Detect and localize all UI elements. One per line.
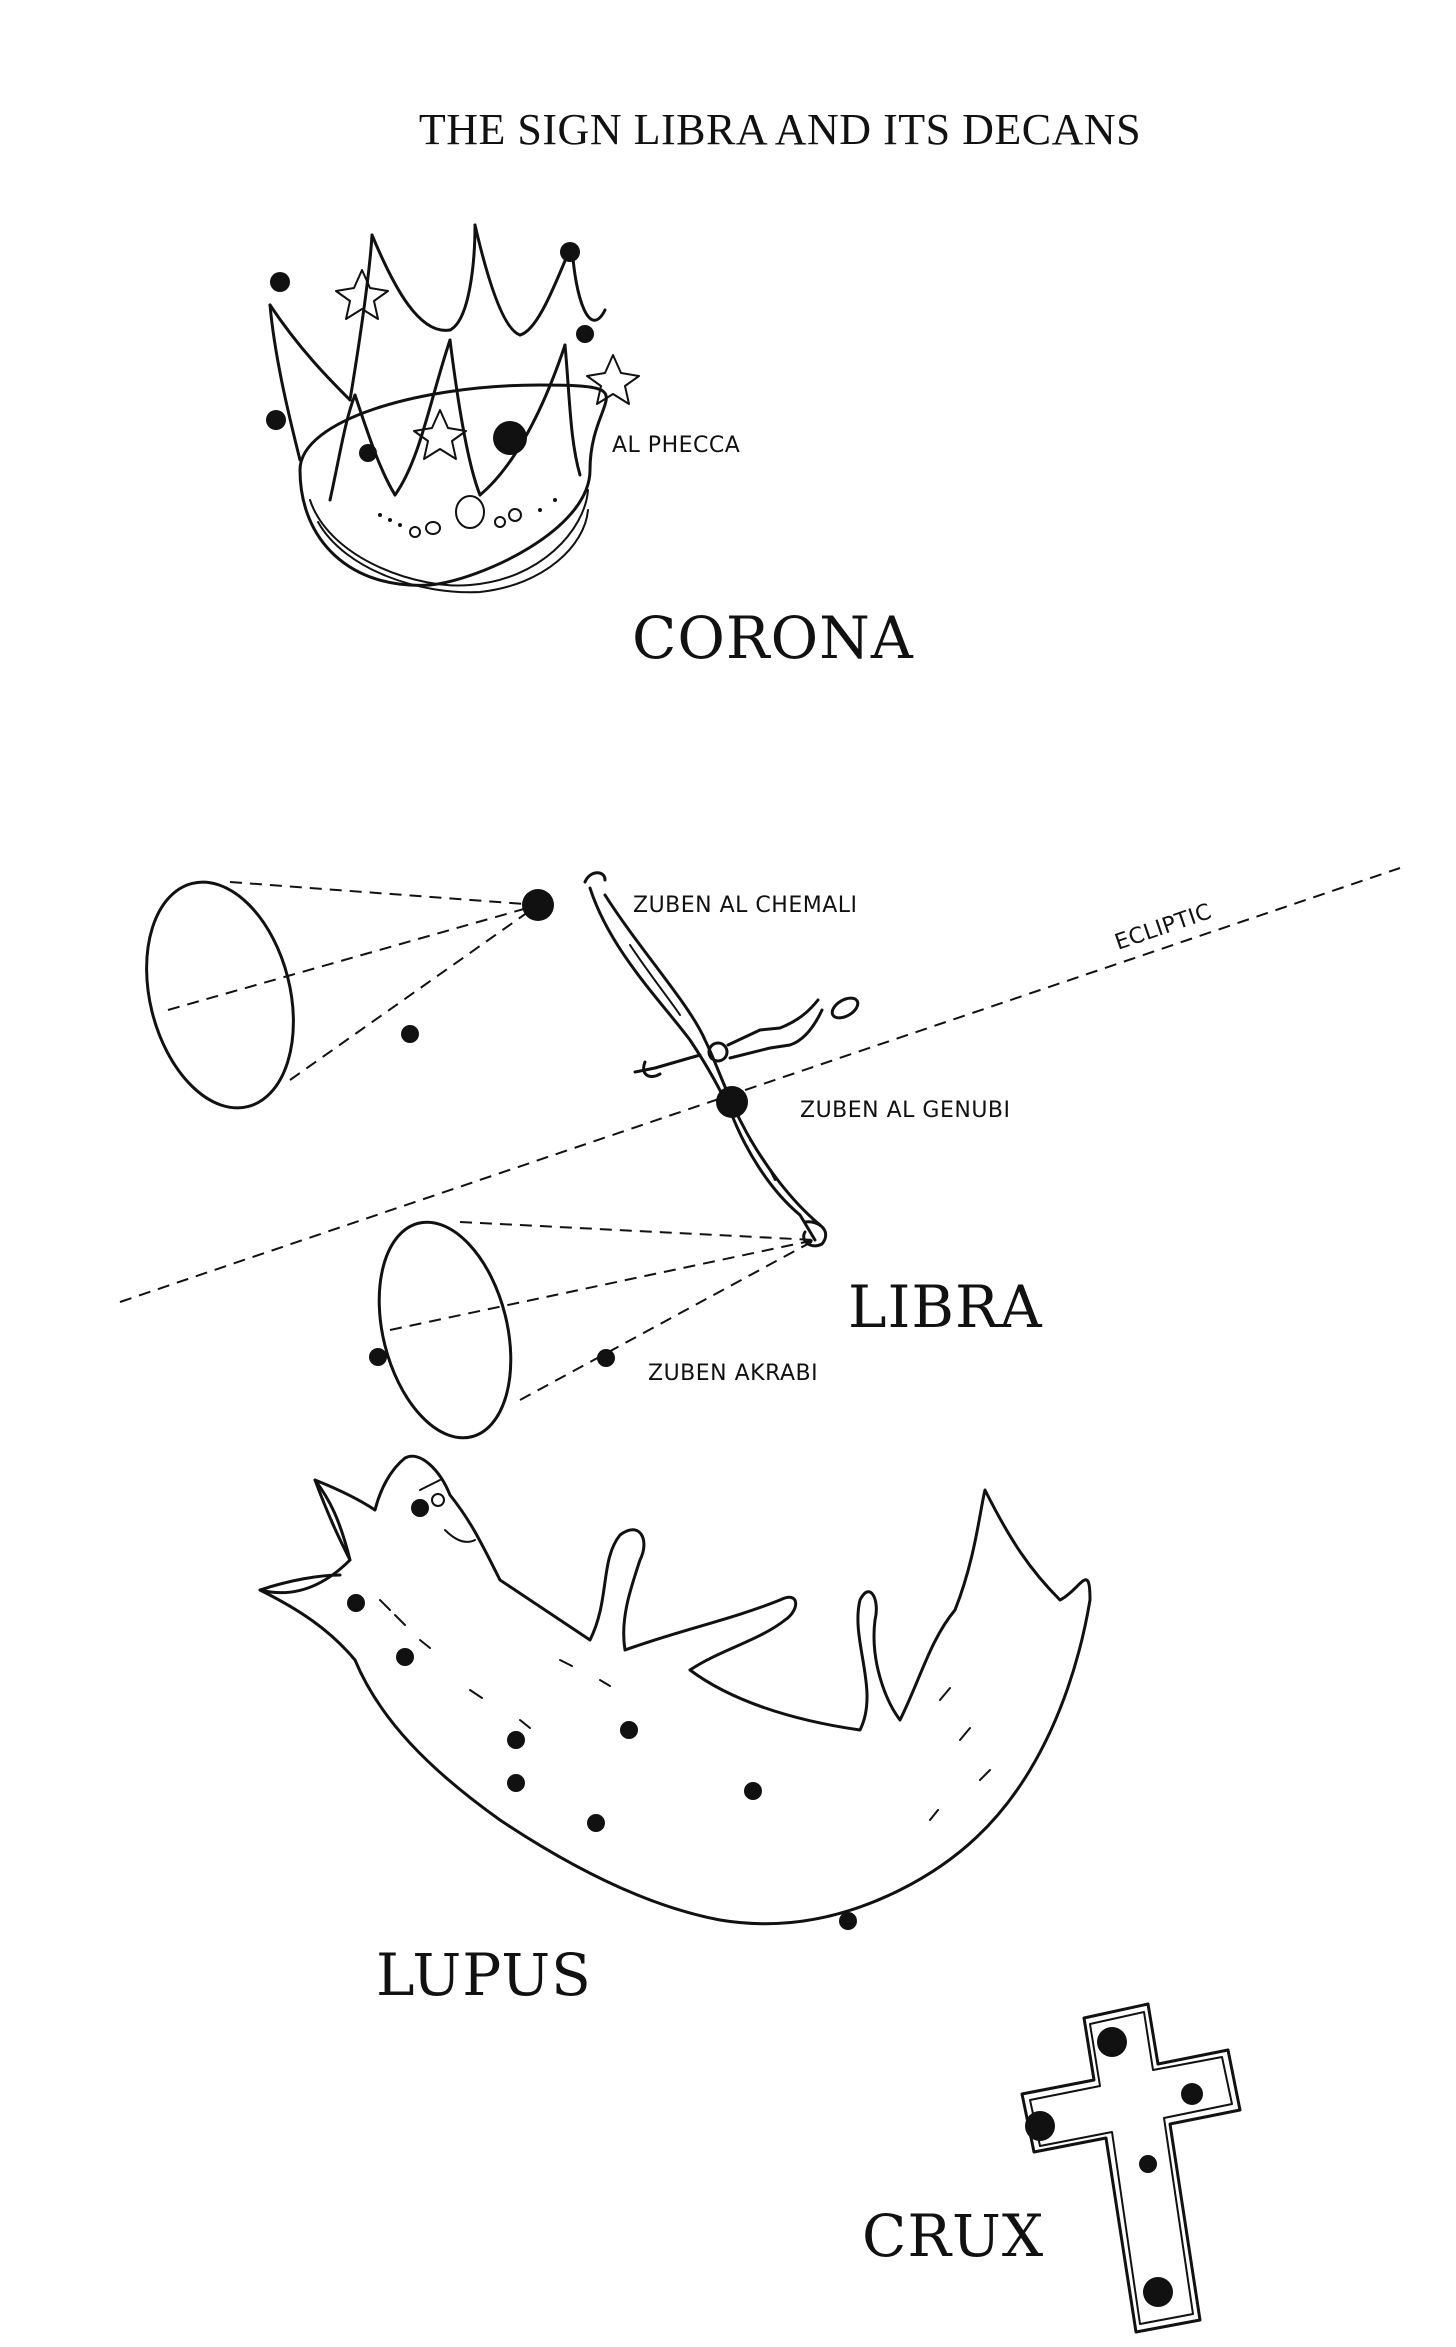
crux-label: CRUX xyxy=(862,2202,1044,2270)
ecliptic-line xyxy=(119,867,1401,1303)
lupus-label: LUPUS xyxy=(376,1941,592,2009)
zuben-al-chemali-label: ZUBEN AL CHEMALI xyxy=(633,893,858,918)
al-phecca-label: AL PHECCA xyxy=(612,433,740,458)
libra-label: LIBRA xyxy=(848,1273,1043,1341)
zuben-akrabi-label: ZUBEN AKRABI xyxy=(648,1361,818,1386)
libra-balance-illustration xyxy=(145,871,860,1440)
page-title: THE SIGN LIBRA AND ITS DECANS xyxy=(418,105,1142,154)
crux-cross-illustration xyxy=(1020,2002,1242,2334)
corona-label: CORONA xyxy=(632,604,914,672)
zuben-al-genubi-label: ZUBEN AL GENUBI xyxy=(800,1098,1011,1123)
corona-crown-illustration xyxy=(266,223,640,594)
lupus-wolf-illustration xyxy=(258,1454,1092,1930)
